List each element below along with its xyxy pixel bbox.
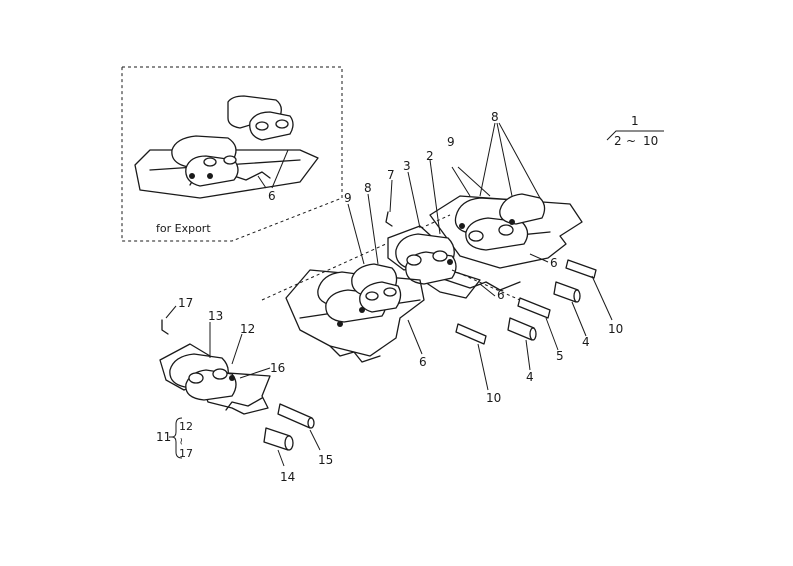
callout-6b: 6 [497,288,505,302]
callout-15: 15 [318,453,333,467]
middle-chain-assembly [285,193,425,363]
callout-1-range-from: 2 [614,134,622,148]
callout-17: 17 [178,296,193,310]
callout-13: 13 [208,309,223,323]
callout-11: 11 [156,430,171,444]
callout-1-range-to: 10 [643,134,658,148]
assembly-range-legend: 1 2 ~ 10 [606,114,664,148]
callout-6c: 6 [419,355,427,369]
callout-5: 5 [556,349,564,363]
callout-8b: 8 [364,181,372,195]
callout-9b: 9 [344,191,352,205]
callout-7: 7 [387,168,395,182]
callout-6-inset: 6 [268,189,276,203]
export-inset [121,66,343,242]
callout-11-item-a: 12 [179,420,193,433]
callout-3: 3 [403,159,411,173]
callout-6a: 6 [550,256,558,270]
callout-11-item-sep: ~ [175,437,186,445]
master-link-assembly [159,305,321,467]
callout-16: 16 [270,361,285,375]
callout-12: 12 [240,322,255,336]
callout-8a: 8 [491,110,499,124]
callout-1: 1 [631,114,639,128]
callout-10b: 10 [486,391,501,405]
callout-11-item-b: 17 [179,447,193,460]
callout-2: 2 [426,149,434,163]
callout-11-group: 11 12 ~ 17 [156,417,193,460]
callout-9a: 9 [447,135,455,149]
callout-4b: 4 [526,370,534,384]
callout-4a: 4 [582,335,590,349]
right-chain-assembly [261,122,613,391]
callout-14: 14 [280,470,295,484]
callout-10a: 10 [608,322,623,336]
inset-caption: for Export [156,222,211,235]
callout-1-range-sep: ~ [626,134,636,148]
